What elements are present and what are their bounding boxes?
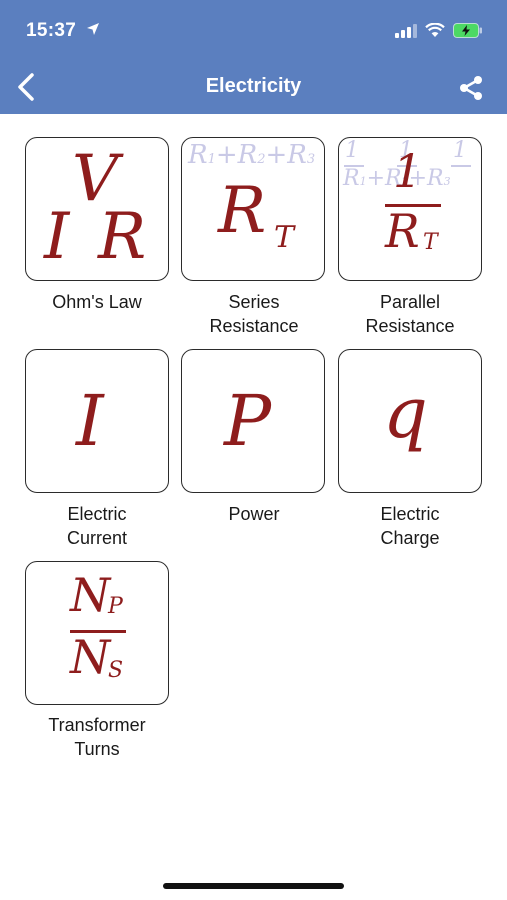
parallel-r-symbol: R [385, 204, 420, 258]
parallel-faint-one-3: 1 [453, 138, 467, 163]
parallel-faint-one-2: 1 [399, 138, 413, 163]
charge-q-symbol: q [383, 372, 428, 454]
power-p-symbol: P [224, 380, 272, 462]
transformer-s-subscript: S [108, 658, 124, 683]
tile-series-resistance[interactable]: R1+R2+R3 R T [181, 137, 325, 281]
transformer-ns-symbol: N [70, 630, 111, 684]
parallel-one-symbol: 1 [393, 144, 423, 198]
share-icon [460, 76, 482, 100]
series-faint-sum: R1+R2+R3 [188, 140, 316, 170]
parallel-faint-denominators: R1+R2+R3 [343, 166, 451, 191]
ohms-r-symbol: R [98, 200, 147, 274]
header-bar: 15:37 Electricity [0, 0, 507, 114]
tile-label-parallel-resistance: Parallel Resistance [365, 292, 455, 336]
cellular-signal-icon [395, 23, 417, 38]
transformer-fraction-bar [70, 630, 126, 633]
location-arrow-icon [86, 22, 100, 41]
tile-label-electric-current: Electric Current [66, 504, 128, 548]
tile-label-ohms-law: Ohm's Law [52, 292, 142, 312]
parallel-faint-one-1: 1 [345, 138, 359, 163]
tile-power[interactable]: P [181, 349, 325, 493]
tile-label-series-resistance: Series Resistance [209, 292, 299, 336]
wifi-icon [425, 23, 445, 37]
chevron-left-icon [18, 73, 34, 101]
tile-label-electric-charge: Electric Charge [380, 504, 440, 548]
parallel-fraction-bar [385, 204, 441, 207]
share-button[interactable] [457, 74, 485, 102]
tile-parallel-resistance[interactable]: 1 1 1 R1+R2+R3 1 R T [338, 137, 482, 281]
status-time: 15:37 [26, 20, 77, 41]
tile-label-power: Power [228, 504, 280, 524]
back-button[interactable] [12, 70, 42, 104]
ohms-i-symbol: I [44, 200, 70, 274]
home-indicator[interactable] [163, 883, 344, 889]
current-i-symbol: I [76, 380, 104, 462]
tile-transformer-turns[interactable]: N P N S [25, 561, 169, 705]
transformer-np-symbol: N [70, 568, 111, 622]
status-icons [395, 23, 483, 38]
tile-electric-current[interactable]: I [25, 349, 169, 493]
tile-electric-charge[interactable]: q [338, 349, 482, 493]
battery-charging-icon [453, 23, 482, 38]
parallel-t-subscript: T [423, 230, 438, 255]
page-title: Electricity [205, 75, 302, 97]
series-t-subscript: T [274, 220, 295, 255]
tile-ohms-law[interactable]: V I R [25, 137, 169, 281]
transformer-p-subscript: P [108, 594, 123, 619]
tile-label-transformer-turns: Transformer Turns [48, 715, 146, 759]
ohms-v-symbol: V [72, 142, 119, 216]
series-r-symbol: R [218, 174, 267, 248]
